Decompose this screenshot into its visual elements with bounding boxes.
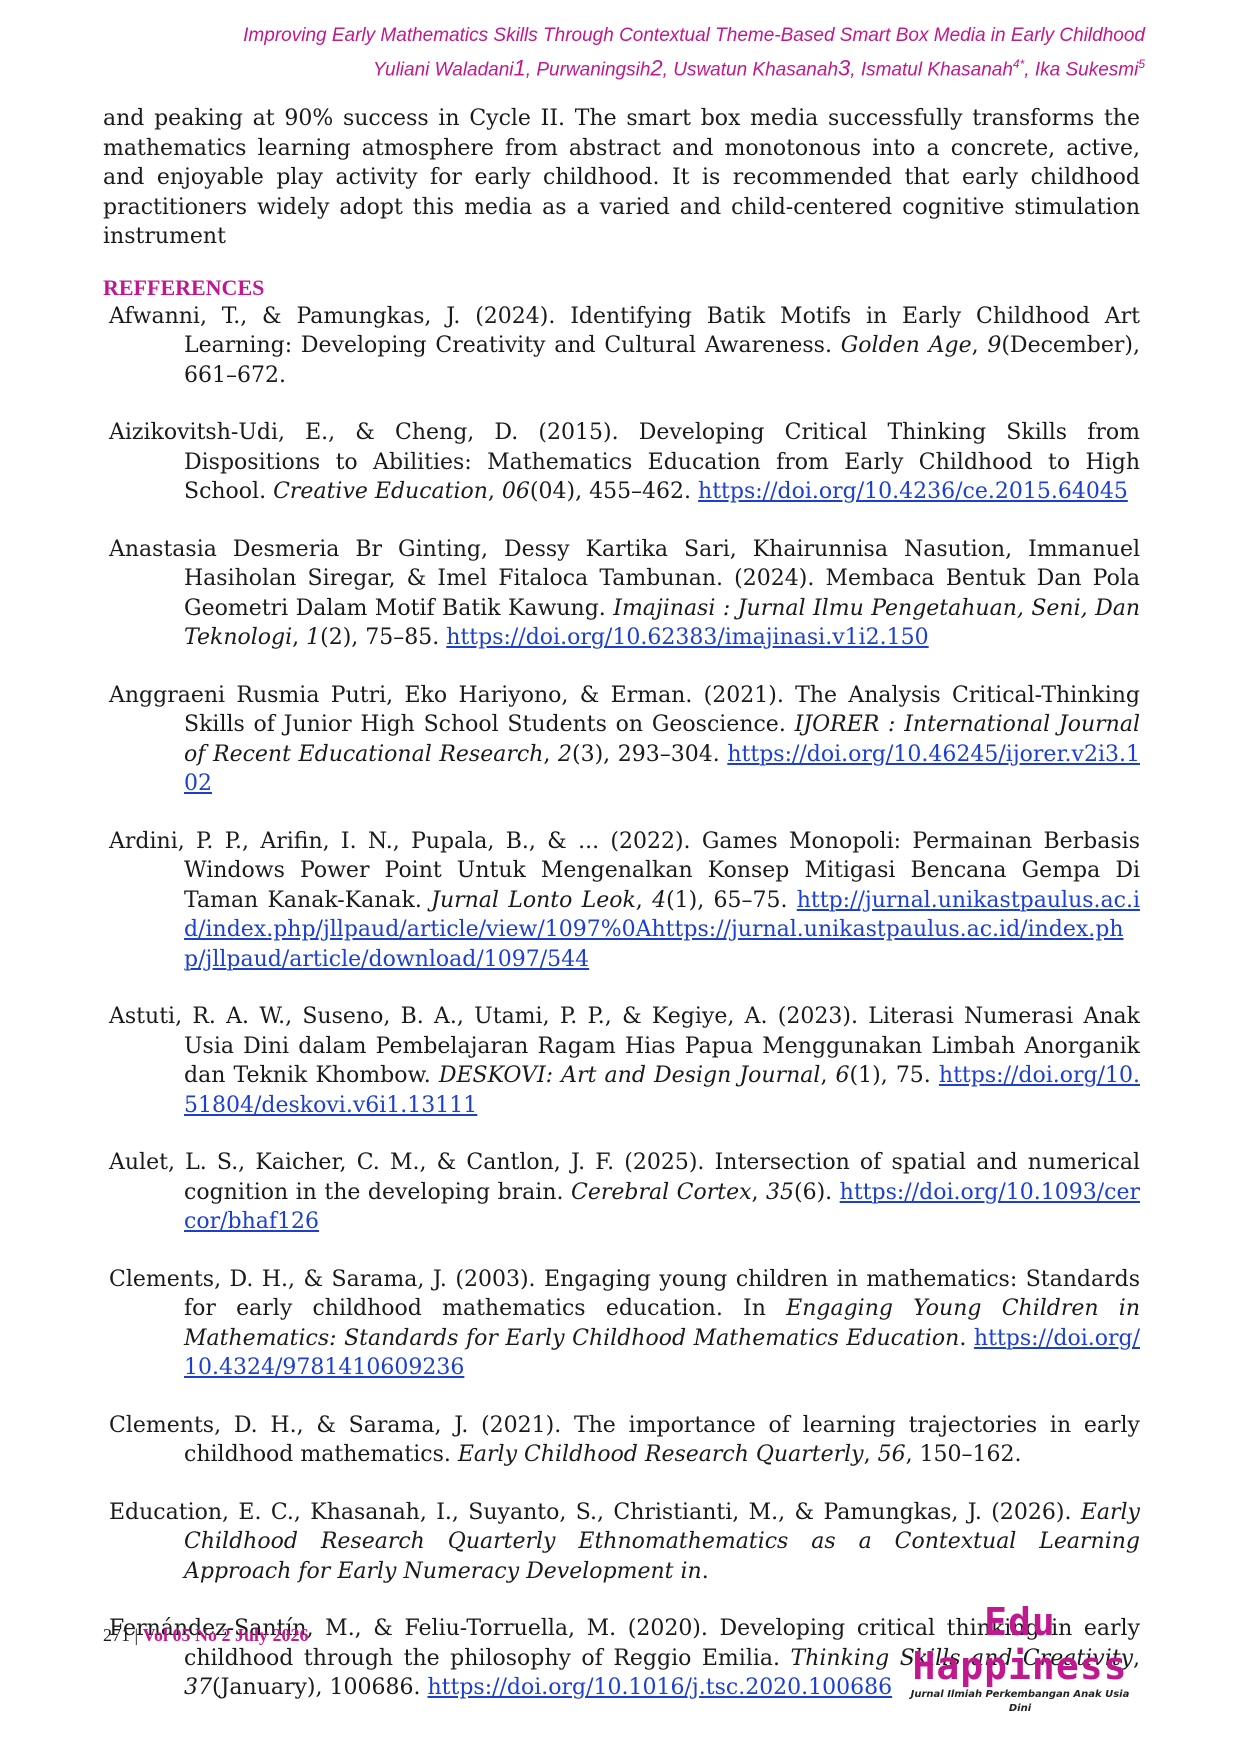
reference-journal: Early Childhood Research Quarterly Ethno… [184,1499,1140,1584]
reference-separator: , [543,741,558,767]
reference-text: Anggraeni Rusmia Putri, Eko Hariyono, & … [109,682,1140,738]
reference-doi-link[interactable]: https://doi.org/10.62383/imajinasi.v1i2.… [446,625,929,650]
author-mark: 1 [513,55,526,81]
reference-pages: (January), 100686. [212,1675,428,1700]
reference-item: Ardini, P. P., Arifin, I. N., Pupala, B.… [109,827,1140,975]
reference-item: Clements, D. H., & Sarama, J. (2003). En… [109,1265,1140,1383]
reference-volume: 4 [652,887,667,913]
reference-pages: (04), 455–462. [529,479,699,504]
author-name: Ismatul Khasanah [860,59,1013,81]
author-mark: 4* [1012,57,1025,71]
reference-doi-link[interactable]: https://doi.org/10.1093/cercor/bhaf126 [184,1179,1140,1235]
footer-separator: | [130,1625,143,1645]
reference-item: Aizikovitsh-Udi, E., & Cheng, D. (2015).… [109,418,1140,507]
reference-separator: , [1133,1645,1140,1671]
reference-journal: Cerebral Cortex [571,1179,752,1205]
reference-text: Aizikovitsh-Udi, E., & Cheng, D. (2015).… [109,420,1140,504]
reference-doi-link[interactable]: https://doi.org/10.4324/9781410609236 [184,1325,1140,1381]
author-mark: 3 [838,55,851,81]
reference-volume: 9 [987,333,1002,358]
reference-separator: . [959,1325,974,1351]
reference-text: Astuti, R. A. W., Suseno, B. A., Utami, … [109,1004,1140,1088]
reference-doi-link[interactable]: http://jurnal.unikastpaulus.ac.id/index.… [184,887,1140,972]
reference-pages: , 150–162. [905,1442,1022,1467]
reference-pages: (1), 75. [849,1063,939,1088]
journal-logo: Edu Happiness Jurnal Ilmiah Perkembangan… [900,1600,1140,1716]
reference-volume: 35 [766,1179,795,1205]
reference-journal: DESKOVI: Art and Design Journal [438,1063,821,1088]
reference-pages: (2), 75–85. [320,625,447,650]
reference-text: Afwanni, T., & Pamungkas, J. (2024). Ide… [109,303,1140,359]
reference-text: Clements, D. H., & Sarama, J. (2021). Th… [109,1412,1140,1468]
reference-pages: (December), 661–672. [184,333,1140,388]
reference-journal: Jurnal Lonto Leok [431,887,636,913]
reference-text: Anastasia Desmeria Br Ginting, Dessy Kar… [109,536,1140,621]
reference-item: Education, E. C., Khasanah, I., Suyanto,… [109,1498,1140,1587]
reference-separator: , [971,333,988,358]
reference-separator: , [751,1179,767,1205]
reference-doi-link[interactable]: https://doi.org/10.1016/j.tsc.2020.10068… [427,1675,893,1700]
reference-journal: Imajinasi : Jurnal Ilmu Pengetahuan, Sen… [184,595,1141,651]
reference-doi-link[interactable]: https://doi.org/10.46245/ijorer.v2i3.102 [184,741,1140,797]
reference-pages: (3), 293–304. [571,741,728,767]
page-footer: 271 | Vol 05 No 2 July 2026 [103,1625,308,1646]
reference-journal: Thinking Skills and Creativity [790,1645,1133,1671]
reference-item: Anggraeni Rusmia Putri, Eko Hariyono, & … [109,681,1140,799]
reference-list: Afwanni, T., & Pamungkas, J. (2024). Ide… [103,302,1140,1703]
volume-info: Vol 05 No 2 July 2026 [142,1625,309,1645]
author-name: Uswatun Khasanah [673,59,839,81]
reference-separator: , [487,479,502,504]
author-name: Ika Sukesmi [1034,59,1139,81]
author-name: Yuliani Waladani [373,59,514,81]
reference-text: Aulet, L. S., Kaicher, C. M., & Cantlon,… [109,1150,1140,1205]
reference-journal: Creative Education [273,479,488,504]
reference-pages: (6). [794,1179,840,1205]
reference-separator: . [701,1558,709,1584]
reference-journal: Golden Age [840,333,972,358]
reference-separator: , [820,1063,836,1088]
reference-doi-link[interactable]: https://doi.org/10.51804/deskovi.v6i1.13… [184,1063,1140,1118]
reference-journal: Engaging Young Children in Mathematics: … [184,1296,1141,1351]
reference-item: Astuti, R. A. W., Suseno, B. A., Utami, … [109,1002,1140,1120]
reference-item: Aulet, L. S., Kaicher, C. M., & Cantlon,… [109,1148,1140,1237]
reference-item: Fernández-Santín, M., & Feliu-Torruella,… [109,1614,1140,1703]
page-number: 271 [103,1625,130,1645]
running-head: Improving Early Mathematics Skills Throu… [243,22,1145,84]
reference-separator: , [292,625,307,650]
author-mark: 5 [1138,57,1145,71]
author-mark: 2 [650,55,663,81]
reference-separator: , [635,887,653,913]
reference-pages: (1), 65–75. [666,887,797,913]
reference-volume: 1 [306,625,321,650]
reference-text: Education, E. C., Khasanah, I., Suyanto,… [109,1499,1081,1525]
reference-text: Clements, D. H., & Sarama, J. (2003). En… [109,1266,1140,1322]
running-head-title: Improving Early Mathematics Skills Throu… [243,25,1145,46]
reference-volume: 6 [835,1063,850,1088]
reference-item: Afwanni, T., & Pamungkas, J. (2024). Ide… [109,302,1140,391]
reference-separator: , [863,1442,878,1467]
author-name: Purwaningsih [536,59,651,81]
running-head-authors: Yuliani Waladani1, Purwaningsih2, Uswatu… [373,55,1145,81]
page-content: and peaking at 90% success in Cycle II. … [103,104,1140,1731]
reference-volume: 56 [877,1442,906,1467]
logo-name: Edu Happiness [912,1600,1128,1688]
reference-doi-link[interactable]: https://doi.org/10.4236/ce.2015.64045 [698,479,1128,504]
intro-paragraph: and peaking at 90% success in Cycle II. … [103,106,1140,249]
logo-tagline: Jurnal Ilmiah Perkembangan Anak Usia Din… [910,1689,1130,1714]
reference-volume: 2 [557,741,572,767]
reference-journal: IJORER : International Journal of Recent… [184,712,1140,767]
references-heading: REFFERENCES [103,274,265,300]
reference-text: Ardini, P. P., Arifin, I. N., Pupala, B.… [109,828,1140,913]
reference-item: Anastasia Desmeria Br Ginting, Dessy Kar… [109,535,1140,653]
reference-text: Fernández-Santín, M., & Feliu-Torruella,… [109,1616,1140,1671]
reference-item: Clements, D. H., & Sarama, J. (2021). Th… [109,1411,1140,1470]
reference-journal: Early Childhood Research Quarterly [457,1442,864,1467]
reference-volume: 37 [184,1675,212,1700]
reference-volume: 06 [501,479,530,504]
